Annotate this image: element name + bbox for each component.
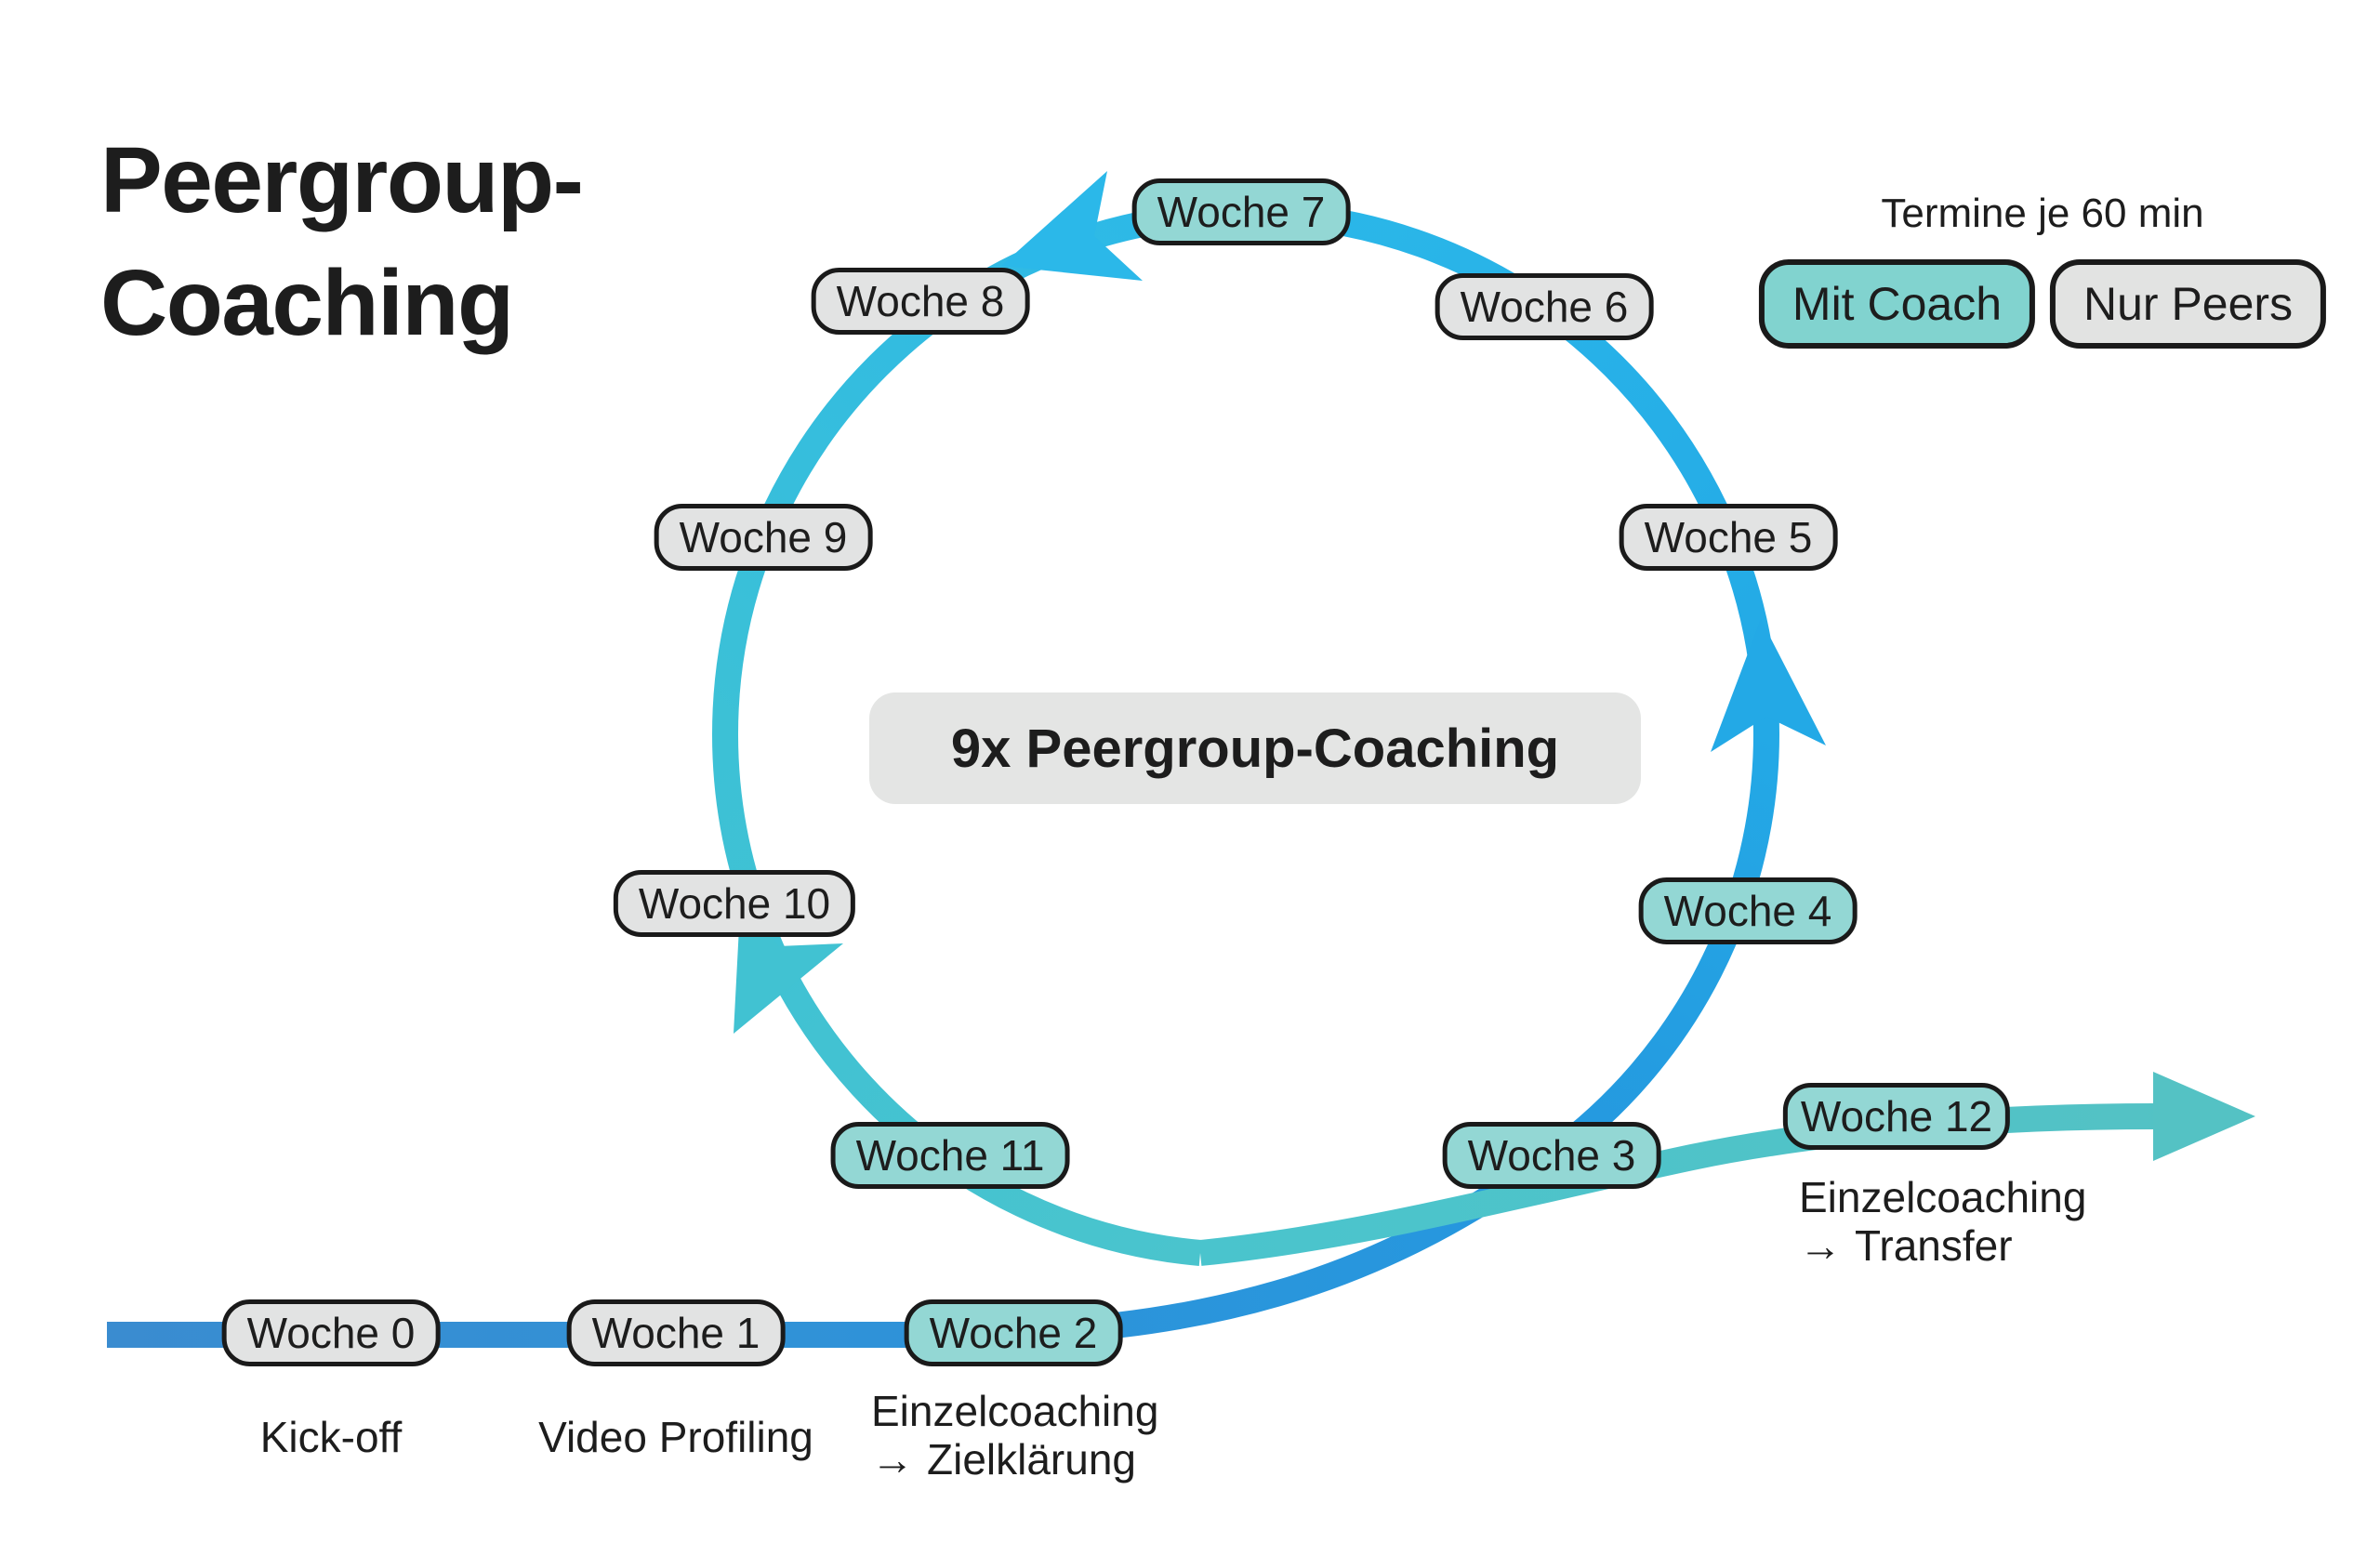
arrowhead-exit-icon (2153, 1072, 2255, 1161)
week-pill-4: Woche 4 (1638, 877, 1858, 944)
week-pill-10: Woche 10 (613, 870, 856, 937)
week-pill-11: Woche 11 (830, 1122, 1070, 1189)
caption-week-12-line2-text: Transfer (1855, 1221, 2013, 1270)
right-arrow-icon: → (871, 1435, 914, 1483)
legend-item-mit-coach: Mit Coach (1758, 259, 2035, 349)
week-pill-5: Woche 5 (1619, 504, 1838, 571)
caption-week-2-line1: Einzelcoaching (871, 1387, 1159, 1435)
week-pill-3: Woche 3 (1442, 1122, 1661, 1189)
week-pill-12: Woche 12 (1782, 1083, 2011, 1150)
caption-week-1: Video Profiling (538, 1413, 813, 1461)
page-title-line2: Coaching (100, 251, 514, 355)
week-pill-6: Woche 6 (1435, 273, 1654, 340)
caption-week-2: Einzelcoaching → Zielklärung (871, 1387, 1158, 1483)
caption-week-2-line2-text: Zielklärung (927, 1435, 1136, 1483)
week-pill-0: Woche 0 (221, 1299, 441, 1366)
legend: Termine je 60 min Mit Coach Nur Peers (1758, 191, 2327, 349)
page-title: Peergroup- Coaching (100, 119, 584, 364)
loop-arc-top-left (712, 201, 1247, 735)
legend-item-nur-peers: Nur Peers (2050, 259, 2327, 349)
legend-row: Mit Coach Nur Peers (1758, 259, 2327, 349)
page-title-line1: Peergroup- (100, 128, 584, 232)
arrowhead-right-icon (1711, 619, 1826, 752)
week-pill-8: Woche 8 (811, 268, 1030, 335)
week-pill-2: Woche 2 (904, 1299, 1123, 1366)
caption-week-12-line1: Einzelcoaching (1799, 1173, 2087, 1221)
loop-arc-bottom-left (712, 733, 1202, 1266)
arrowhead-top-icon (1001, 171, 1143, 281)
caption-week-2-line2: → Zielklärung (871, 1435, 1158, 1483)
week-pill-9: Woche 9 (654, 504, 873, 571)
week-pill-7: Woche 7 (1131, 178, 1351, 245)
caption-week-12-line2: → Transfer (1799, 1221, 2086, 1270)
legend-heading: Termine je 60 min (1881, 191, 2204, 236)
loop-arc-top-right (1245, 201, 1779, 735)
caption-week-12: Einzelcoaching → Transfer (1799, 1173, 2086, 1270)
loop-arc-bottom-right (1543, 733, 1779, 1167)
week-pill-1: Woche 1 (566, 1299, 786, 1366)
center-label: 9x Peergroup-Coaching (869, 692, 1641, 804)
right-arrow-icon: → (1799, 1221, 1842, 1270)
caption-week-0: Kick-off (259, 1413, 403, 1461)
